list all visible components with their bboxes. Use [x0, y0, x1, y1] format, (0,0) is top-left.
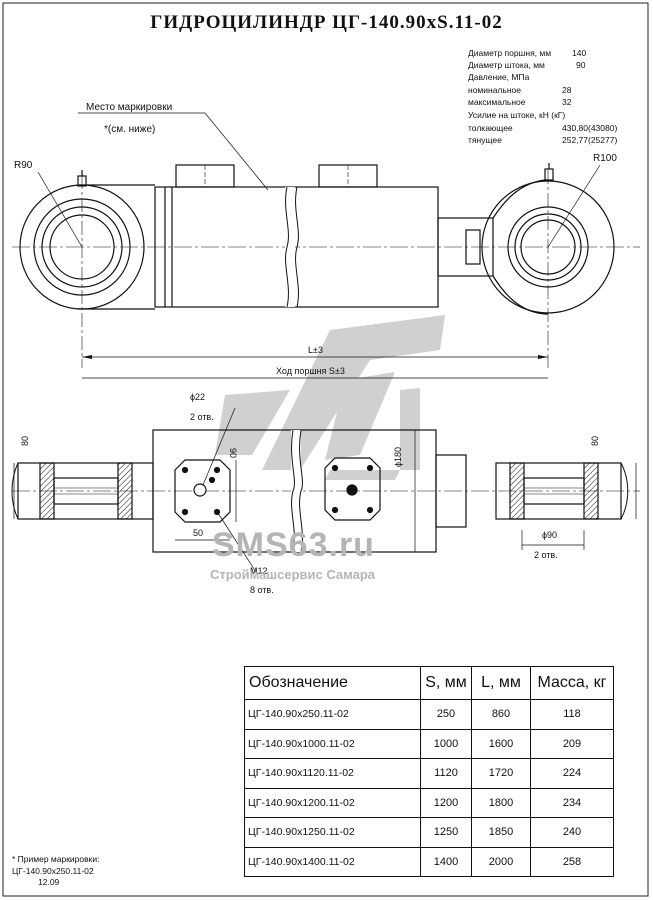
- table-row: ЦГ-140.90х1120.11-02 1120 1720 224: [244, 758, 614, 789]
- spec-pressure-nominal-label: номинальное: [468, 85, 521, 95]
- cell-length: 2000: [471, 846, 531, 877]
- label-dim-50: 50: [193, 528, 204, 538]
- label-marking-place: Место маркировки: [86, 102, 173, 113]
- table-header-row: Обозначение S, мм L, мм Масса, кг: [244, 666, 614, 700]
- spec-piston-label: Диаметр поршня, мм: [468, 48, 552, 58]
- spec-force-push-label: толкающее: [468, 123, 513, 133]
- cell-length: 860: [471, 699, 531, 730]
- label-width-right: 80: [590, 435, 601, 447]
- cell-stroke: 1120: [420, 758, 472, 789]
- cell-mass: 234: [530, 787, 614, 818]
- cell-designation: ЦГ-140.90х1200.11-02: [244, 787, 421, 818]
- label-dia-180: ϕ180: [393, 446, 404, 468]
- spec-pressure-max-value: 32: [562, 97, 572, 107]
- header-mass: Масса, кг: [530, 666, 614, 700]
- cell-designation: ЦГ-140.90х1000.11-02: [244, 728, 421, 759]
- table-row: ЦГ-140.90х1200.11-02 1200 1800 234: [244, 787, 614, 818]
- label-thread: М12: [250, 566, 268, 576]
- cell-stroke: 1200: [420, 787, 472, 818]
- cell-length: 1850: [471, 817, 531, 848]
- label-radius-right: R100: [593, 153, 617, 164]
- cell-stroke: 250: [420, 699, 472, 730]
- cell-stroke: 1000: [420, 728, 472, 759]
- cell-mass: 209: [530, 728, 614, 759]
- cell-mass: 240: [530, 817, 614, 848]
- table-row: ЦГ-140.90х1250.11-02 1250 1850 240: [244, 817, 614, 848]
- label-hole-count: 2 отв.: [190, 412, 214, 422]
- label-radius-left: R90: [14, 160, 33, 171]
- spec-force-push-value: 430,80(43080): [562, 123, 618, 133]
- spec-pressure-max-label: максимальное: [468, 97, 526, 107]
- spec-pressure-nominal-value: 28: [562, 85, 572, 95]
- header-length: L, мм: [471, 666, 531, 700]
- watermark-company: Строймашсервис Самара: [210, 567, 375, 582]
- drawing-title: ГИДРОЦИЛИНДР ЦГ-140.90хS.11-02: [150, 12, 503, 33]
- label-marking-ref: *(см. ниже): [104, 124, 156, 135]
- cell-length: 1600: [471, 728, 531, 759]
- spec-pressure-header: Давление, МПа: [468, 72, 530, 82]
- cell-mass: 118: [530, 699, 614, 730]
- label-width-left: 80: [20, 435, 31, 447]
- bottom-view: [11, 407, 640, 576]
- cell-mass: 224: [530, 758, 614, 789]
- variants-table: Обозначение S, мм L, мм Масса, кг ЦГ-140…: [244, 666, 614, 877]
- spec-rod-value: 90: [576, 60, 586, 70]
- marking-example-code: ЦГ-140.90х250.11-02: [12, 866, 94, 876]
- label-hole-diameter: ϕ22: [190, 392, 206, 402]
- top-view: [12, 112, 640, 379]
- table-row: ЦГ-140.90х250.11-02 250 860 118: [244, 699, 614, 730]
- label-length: L±3: [308, 345, 323, 355]
- marking-example-title: * Пример маркировки:: [12, 854, 100, 864]
- table-row: ЦГ-140.90х1000.11-02 1000 1600 209: [244, 728, 614, 759]
- label-thread-count: 8 отв.: [250, 585, 274, 595]
- label-stroke: Ход поршня S±3: [276, 366, 345, 376]
- cell-designation: ЦГ-140.90х1250.11-02: [244, 817, 421, 848]
- cell-mass: 258: [530, 846, 614, 877]
- spec-force-pull-label: тянущее: [468, 135, 502, 145]
- header-designation: Обозначение: [244, 666, 421, 700]
- table-row: ЦГ-140.90х1400.11-02 1400 2000 258: [244, 846, 614, 877]
- label-dia-90: ϕ90: [542, 530, 558, 540]
- cell-stroke: 1400: [420, 846, 472, 877]
- label-dia-90-count: 2 отв.: [534, 550, 558, 560]
- spec-force-header: Усилие на штоке, кН (кГ): [468, 110, 566, 120]
- cell-length: 1800: [471, 787, 531, 818]
- spec-piston-value: 140: [572, 48, 587, 58]
- label-dim-90: 90: [228, 447, 239, 459]
- marking-example-date: 12.09: [38, 877, 60, 887]
- watermark-site: SMS63.ru: [212, 526, 375, 564]
- spec-rod-label: Диаметр штока, мм: [468, 60, 545, 70]
- cell-designation: ЦГ-140.90х1120.11-02: [244, 758, 421, 789]
- cell-stroke: 1250: [420, 817, 472, 848]
- cell-designation: ЦГ-140.90х250.11-02: [244, 699, 421, 730]
- cell-length: 1720: [471, 758, 531, 789]
- header-stroke: S, мм: [420, 666, 472, 700]
- watermark-logo: [215, 315, 445, 480]
- spec-force-pull-value: 252,77(25277): [562, 135, 618, 145]
- cell-designation: ЦГ-140.90х1400.11-02: [244, 846, 421, 877]
